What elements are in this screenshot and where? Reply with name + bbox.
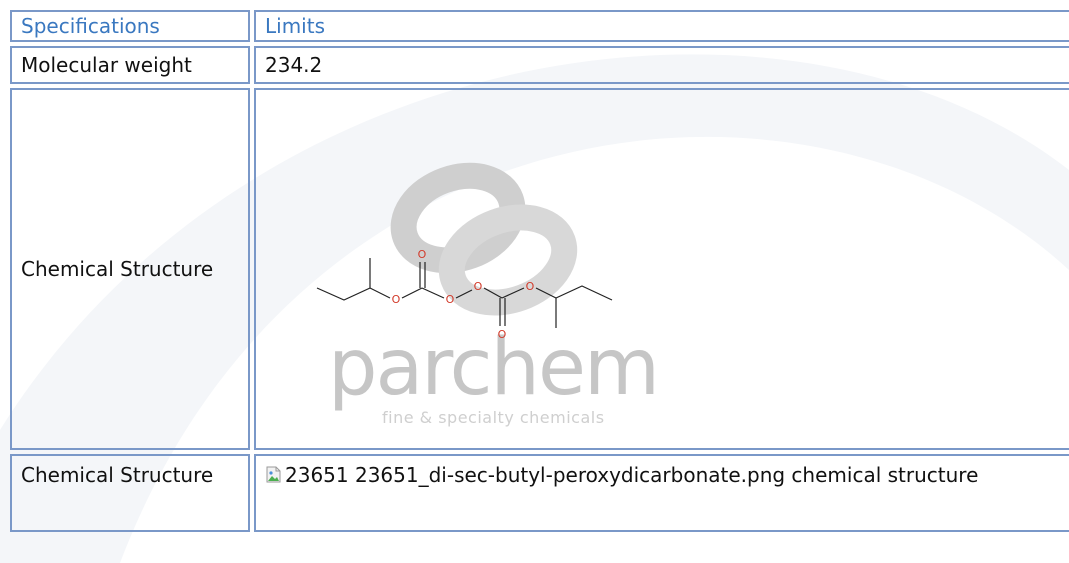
table-header-row: Specifications Limits — [10, 10, 1069, 42]
table-row: Chemical Structure — [10, 88, 1069, 450]
header-limits: Limits — [254, 10, 1069, 42]
broken-image-alt-text: 23651 23651_di-sec-butyl-peroxydicarbona… — [285, 463, 979, 487]
row-value-molecular-weight: 234.2 — [254, 46, 1069, 84]
header-specifications: Specifications — [10, 10, 250, 42]
table-row: Chemical Structure 23651 23651_di-sec-bu… — [10, 454, 1069, 532]
row-value-chemical-structure-image — [254, 88, 1069, 450]
row-value-broken-image: 23651 23651_di-sec-butyl-peroxydicarbona… — [254, 454, 1069, 532]
broken-image-icon — [266, 466, 281, 483]
specifications-table: Specifications Limits Molecular weight 2… — [6, 6, 1069, 536]
row-label-molecular-weight: Molecular weight — [10, 46, 250, 84]
row-label-chemical-structure-2: Chemical Structure — [10, 454, 250, 532]
table-row: Molecular weight 234.2 — [10, 46, 1069, 84]
row-label-chemical-structure: Chemical Structure — [10, 88, 250, 450]
